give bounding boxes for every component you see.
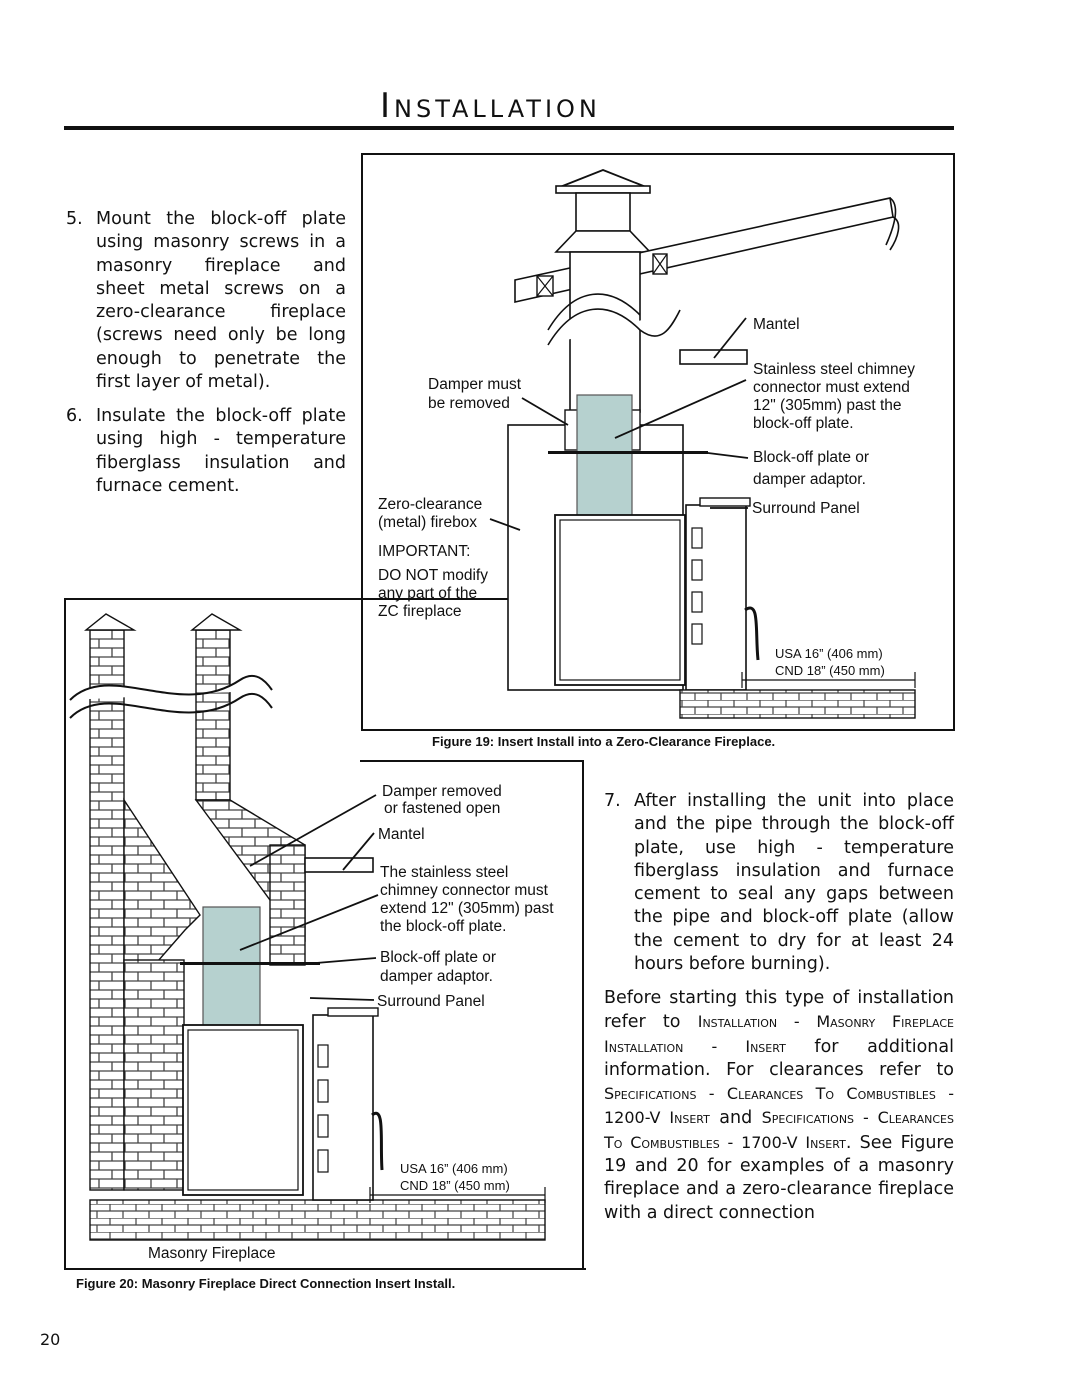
fig19-mantel-label: Mantel [753,316,800,333]
fig20-floor-icon [89,1199,546,1241]
step-6-text: Insulate the block-off plate using high … [96,406,346,496]
figure-20-frame [64,598,586,1270]
fig19-important-label: IMPORTANT: [378,543,470,560]
step-5-text: Mount the block-off plate using masonry … [96,209,346,393]
fig19-blockoff-label-2: damper adaptor. [753,471,866,488]
fig20-surround-label: Surround Panel [377,993,485,1010]
fig20-cnd-dimension: CND 18” (450 mm) [400,1178,510,1193]
block-off-plate-icon [548,451,708,454]
reference-clearances-1700v: Specifications - Clearances To Combustib… [604,1108,954,1152]
figure-19-caption: Figure 19: Insert Install into a Zero-Cl… [432,734,776,749]
fig20-block-off-plate-icon [180,962,320,965]
step-7-text: After installing the unit into place and… [634,791,954,975]
chimney-cap-icon [554,169,652,253]
fig19-important-line-4: ZC fireplace [378,603,462,620]
fig19-surround-label: Surround Panel [752,500,860,517]
title-rule [64,126,954,130]
step-6-number: 6. [66,406,83,426]
fig19-important-line-3: any part of the [378,585,477,602]
fig20-damper-label-2: or fastened open [384,800,500,817]
hearth-floor-icon [679,689,916,719]
chimney-connector-icon [576,394,633,521]
step-5-number: 5. [66,209,83,229]
fig19-blockoff-label-1: Block-off plate or [753,449,869,466]
fig20-usa-dimension: USA 16” (406 mm) [400,1161,508,1176]
paragraph-text-3: and [719,1108,753,1129]
fig19-zc-label-1: Zero-clearance [378,496,482,513]
fig20-blockoff-label-1: Block-off plate or [380,949,496,966]
step-6: 6. Insulate the block-off plate using hi… [66,405,346,500]
reference-clearances-1200v: Specifications - Clearances To Combustib… [604,1084,954,1128]
fig19-damper-label-1: Damper must [428,376,522,393]
fig20-chimney-connector-icon [202,906,261,1028]
fig20-chimney-label-2: chimney connector must [380,882,549,899]
step-5: 5. Mount the block-off plate using mason… [66,208,346,392]
paragraph-text-2: for additional information. For clearanc… [604,1036,954,1080]
masonry-chimney-right-icon [195,629,231,801]
fig20-chimney-label-4: the block-off plate. [380,918,506,935]
mantel-icon [679,349,748,365]
fig19-important-line-2: DO NOT modify [378,567,488,584]
page-title: Installation [380,86,601,126]
step-7-number: 7. [604,791,621,811]
clearances-paragraph: Before starting this type of installatio… [604,987,954,1225]
reference-masonry-installation: Installation - Masonry Fireplace Install… [604,1012,954,1056]
fig19-chimney-label-3: 12" (305mm) past the [753,397,902,414]
masonry-wall-left-icon [89,629,125,1191]
fig20-chimney-label-1: The stainless steel [380,864,508,881]
figure-20-caption: Figure 20: Masonry Fireplace Direct Conn… [76,1276,456,1291]
fig20-chimney-label-3: extend 12" (305mm) past [380,900,554,917]
fig19-chimney-label-4: block-off plate. [753,415,854,432]
paragraph-text-1: Before starting this type of installatio… [604,988,954,1033]
fig19-zc-label-2: (metal) firebox [378,514,477,531]
fig19-damper-label-2: be removed [428,395,510,412]
figure-19-drawing: Mantel Stainless steel chimney connector… [378,169,916,719]
fig20-damper-label-1: Damper removed [382,783,502,800]
figure-20-drawing: Damper removed or fastened open Mantel T… [69,613,554,1262]
fig19-chimney-label-1: Stainless steel chimney [753,361,915,378]
figure-20-frame-right [582,760,584,1268]
fig20-mantel-label: Mantel [378,826,425,843]
paragraph-text-4: . See Figure 19 and 20 for examples of a… [604,1132,954,1223]
fig20-mantel-icon [304,857,374,873]
fig19-usa-dimension: USA 16” (406 mm) [775,646,883,661]
fig20-blockoff-label-2: damper adaptor. [380,968,493,985]
fig20-masonry-label: Masonry Fireplace [148,1245,276,1262]
page-number: 20 [40,1330,61,1349]
step-7: 7. After installing the unit into place … [604,790,954,974]
figure-20-frame-step [360,760,584,762]
fig19-cnd-dimension: CND 18” (450 mm) [775,663,885,678]
fig19-chimney-label-2: connector must extend [753,379,910,396]
